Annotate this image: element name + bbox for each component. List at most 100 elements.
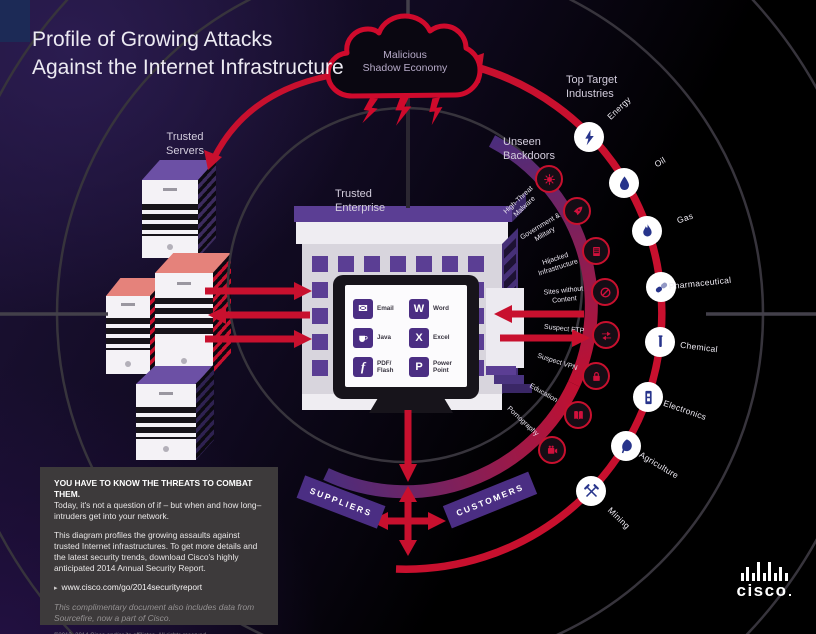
industry-label-pharmaceutical: Pharmaceutical (668, 274, 732, 292)
top-target-industries-label: Top Target Industries (566, 74, 618, 100)
backdoor-label-military: Government & Military (519, 212, 562, 243)
backdoor-label-pornography: Pornography (505, 405, 540, 438)
app-excel: X Excel (409, 323, 463, 352)
word-glyph: W (413, 302, 425, 315)
building-down-arrow (399, 410, 417, 482)
backdoor-label-ftp: Suspect FTP (543, 323, 585, 335)
info-heading: YOU HAVE TO KNOW THE THREATS TO COMBAT T… (54, 478, 253, 499)
app-label: Excel (433, 334, 450, 341)
report-link[interactable]: ▸www.cisco.com/go/2014securityreport (54, 582, 264, 594)
industry-energy (574, 122, 604, 152)
monitor-screen: ✉ Email W Word Java X Excel (345, 285, 467, 387)
app-label: Java (377, 334, 392, 341)
info-note: This complimentary document also include… (54, 602, 255, 623)
test-tube-icon (658, 334, 662, 347)
industry-mining (576, 476, 606, 506)
server-tower (142, 160, 216, 258)
building-cornice (296, 222, 508, 244)
unseen-backdoors-label: Unseen Backdoors (503, 136, 555, 162)
corner-accent (0, 0, 30, 42)
lock-icon (592, 371, 600, 381)
suppliers-banner: SUPPLIERS (296, 475, 386, 529)
leaf-icon (621, 438, 632, 453)
title-line-1: Profile of Growing Attacks (32, 28, 273, 51)
report-url[interactable]: www.cisco.com/go/2014securityreport (61, 582, 203, 592)
gas-flame-icon (642, 223, 652, 237)
transfer-arrows-icon (601, 331, 611, 340)
industry-label-electronics: Electronics (662, 397, 708, 423)
monitor: ✉ Email W Word Java X Excel (333, 275, 479, 399)
server-front (142, 180, 198, 258)
cisco-wordmark-text: cisco (736, 581, 788, 600)
app-grid: ✉ Email W Word Java X Excel (353, 294, 463, 381)
industry-label-agriculture: Agriculture (637, 449, 681, 481)
backdoor-no-content (591, 278, 619, 306)
pill-icon (655, 282, 667, 292)
ring-arrowhead-to-cloud (456, 53, 484, 83)
info-intro: Today, it's not a question of if – but w… (54, 500, 262, 521)
server-front (136, 384, 196, 460)
backdoor-label-no-content: Sites without Content (543, 285, 584, 305)
app-label: Power Point (433, 359, 452, 374)
flash-icon: f (353, 356, 373, 377)
server-tower (155, 253, 231, 373)
cloud-label-line-1: Malicious (383, 49, 427, 61)
industry-chemical (645, 327, 675, 357)
backdoor-vpn (582, 362, 610, 390)
backdoor-ftp (592, 321, 620, 349)
info-body: This diagram profiles the growing assaul… (54, 530, 258, 573)
backdoor-infrastructure (582, 237, 610, 265)
app-email: ✉ Email (353, 294, 407, 323)
lightning-bolts (362, 95, 443, 126)
coffee-cup-icon (359, 335, 368, 342)
industry-label-mining: Mining (605, 505, 633, 531)
customers-banner: CUSTOMERS (442, 471, 538, 529)
powerpoint-glyph: P (415, 360, 423, 373)
missile-icon (573, 206, 582, 215)
energy-icon (584, 129, 594, 145)
flash-glyph: f (360, 358, 366, 374)
backdoor-label-malware: High-Threat Malware (502, 185, 537, 219)
backdoor-pornography (538, 436, 566, 464)
backdoor-label-education: Education (528, 382, 559, 405)
cisco-bars-icon (726, 560, 802, 581)
open-book-icon (573, 410, 583, 420)
industry-label-gas: Gas (675, 210, 695, 226)
monitor-stand (369, 399, 453, 413)
email-icon: ✉ (353, 298, 373, 319)
cisco-dot (789, 594, 792, 596)
app-label: Email (377, 305, 394, 312)
crossed-hammers-icon (583, 483, 599, 497)
server-icon (592, 246, 600, 256)
page-title: Profile of Growing Attacks Against the I… (32, 26, 344, 82)
device-icon (644, 390, 652, 404)
industry-gas (632, 216, 662, 246)
app-java: Java (353, 323, 407, 352)
industry-label-oil: Oil (652, 154, 668, 170)
backdoor-education (564, 401, 592, 429)
excel-icon: X (409, 327, 429, 348)
app-label: PDF/ Flash (377, 359, 394, 374)
industry-label-chemical: Chemical (679, 339, 719, 355)
oil-drop-icon (619, 175, 629, 190)
server-front (155, 273, 213, 373)
app-pdf-flash: f PDF/ Flash (353, 352, 407, 381)
building-step (486, 366, 516, 375)
industry-oil (609, 168, 639, 198)
info-box: YOU HAVE TO KNOW THE THREATS TO COMBAT T… (40, 467, 278, 634)
no-entry-icon (599, 286, 611, 298)
trusted-enterprise-label: Trusted Enterprise (335, 188, 386, 214)
title-line-2: Against the Internet Infrastructure (32, 56, 344, 79)
backdoor-label-infrastructure: Hijacked Infrastructure (537, 251, 579, 278)
word-icon: W (409, 298, 429, 319)
java-coffee-icon (353, 327, 373, 348)
cisco-wordmark: cisco (726, 581, 802, 601)
server-front (106, 296, 150, 374)
email-glyph: ✉ (358, 303, 368, 315)
backdoor-label-vpn: Suspect VPN (536, 352, 579, 373)
powerpoint-icon: P (409, 356, 429, 377)
building-annex (486, 288, 524, 368)
cloud-label-line-2: Shadow Economy (362, 62, 448, 74)
server-side (213, 253, 231, 373)
